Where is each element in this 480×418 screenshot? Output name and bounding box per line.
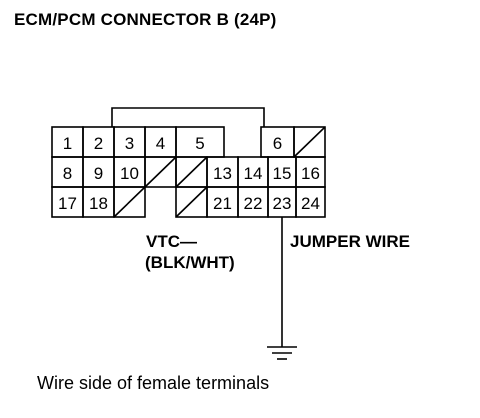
pin-label: 9 xyxy=(94,164,103,183)
pin-label: 8 xyxy=(63,164,72,183)
pin-label: 21 xyxy=(213,194,232,213)
jumper-wire-label: JUMPER WIRE xyxy=(290,232,410,251)
pin-cell-7-slash xyxy=(293,126,326,158)
pin-cell-24 xyxy=(295,186,326,218)
vtc-label: VTC— xyxy=(146,232,197,251)
pin-label: 14 xyxy=(244,164,263,183)
pin-label: 4 xyxy=(156,134,165,153)
pin-label: 23 xyxy=(273,194,292,213)
pin-label: 18 xyxy=(89,194,108,213)
pin-label: 16 xyxy=(301,164,320,183)
pin-cell-20-slash xyxy=(175,186,208,218)
diagram-title: ECM/PCM CONNECTOR B (24P) xyxy=(14,10,277,29)
pin-label: 24 xyxy=(301,194,320,213)
pin-label: 17 xyxy=(58,194,77,213)
diagram-caption: Wire side of female terminals xyxy=(37,373,270,393)
pin-label: 10 xyxy=(120,164,139,183)
vtc-wire-color-label: (BLK/WHT) xyxy=(145,253,235,272)
pin-cell-19-slash xyxy=(113,186,146,218)
pin-label: 2 xyxy=(94,134,103,153)
pin-label: 15 xyxy=(273,164,292,183)
pin-cell-11-slash xyxy=(144,156,177,188)
connector-lock-tab xyxy=(111,107,265,127)
pin-cell-19-empty xyxy=(113,186,146,218)
pin-cell-12-slash xyxy=(175,156,208,188)
pin-label: 22 xyxy=(244,194,263,213)
pin-label: 1 xyxy=(63,134,72,153)
pin-label: 5 xyxy=(195,134,204,153)
pin-label: 13 xyxy=(213,164,232,183)
pin-label: 3 xyxy=(125,134,134,153)
pin-label: 6 xyxy=(273,134,282,153)
